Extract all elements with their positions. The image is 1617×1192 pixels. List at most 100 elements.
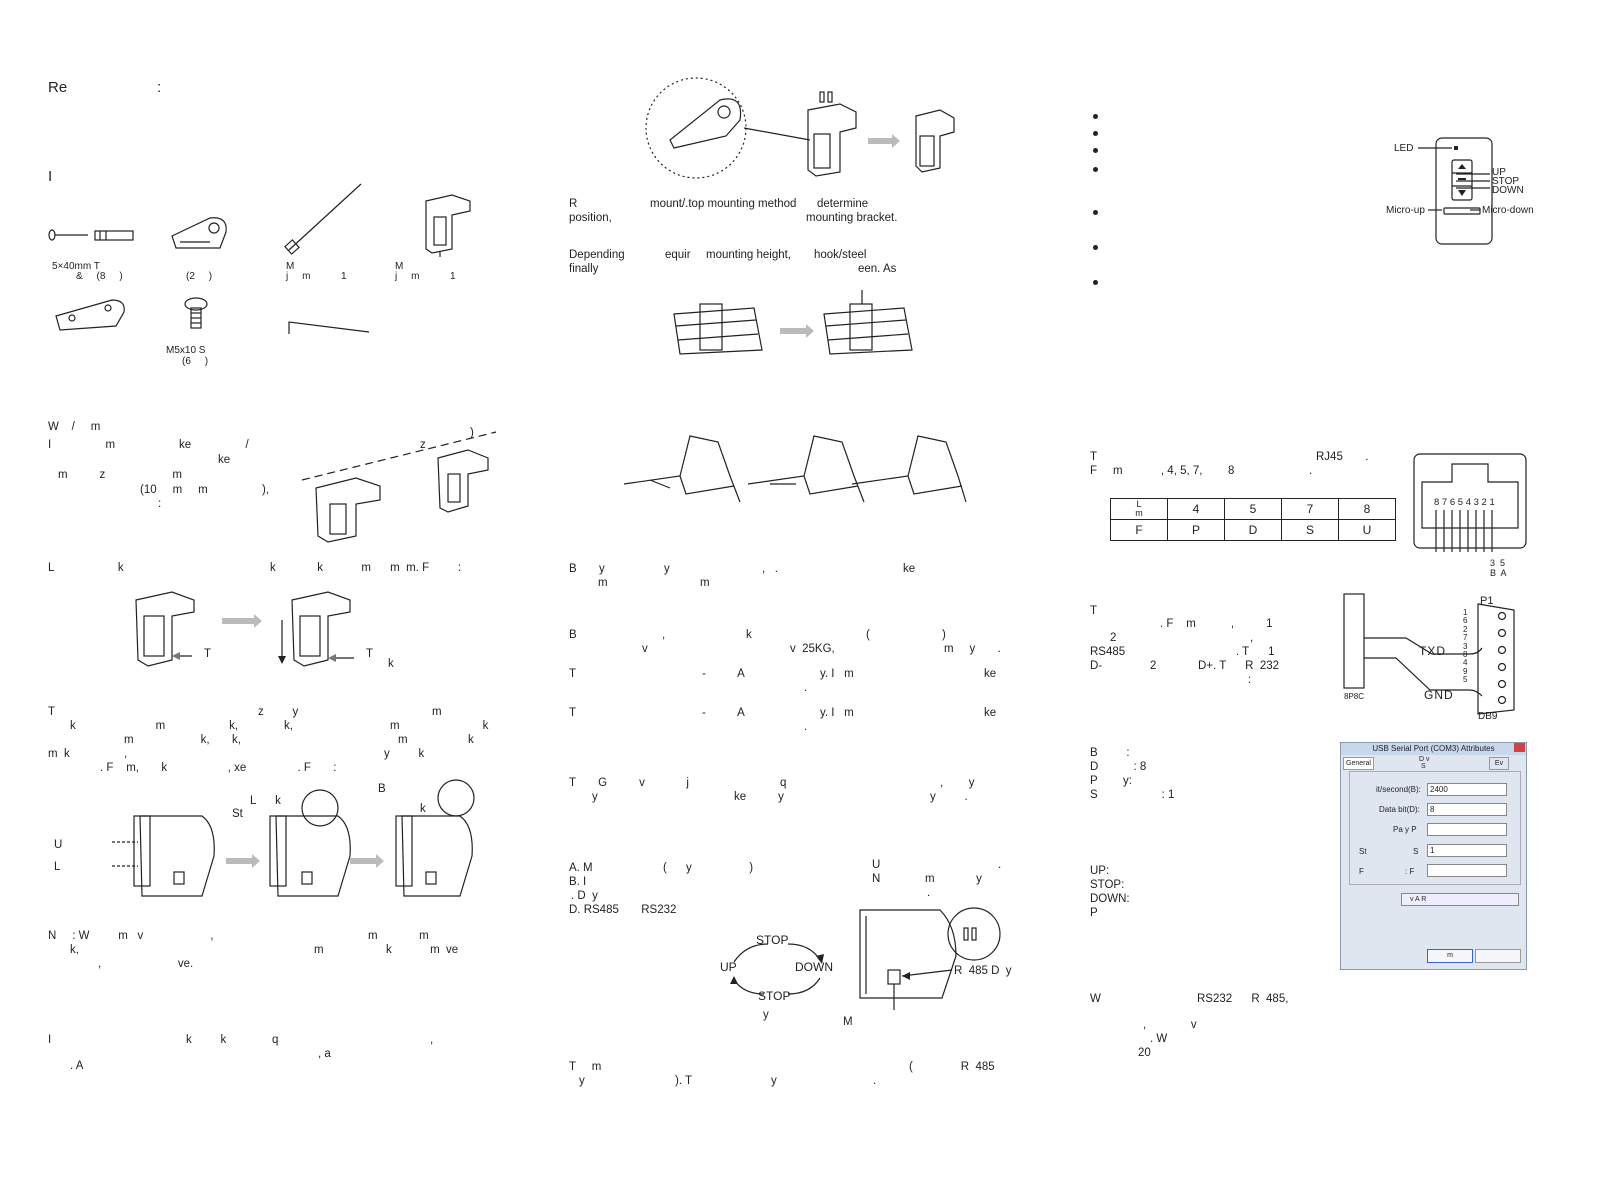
table-cell: P — [1167, 519, 1225, 541]
foot-line1b: k k — [186, 1034, 227, 1046]
limit-adjust-sequence-illustration — [112, 779, 475, 897]
foot-line1d: , — [430, 1034, 434, 1046]
tab-driver[interactable]: D v — [1419, 756, 1430, 763]
close-icon[interactable] — [1514, 743, 1525, 752]
adj-line2: k m k, — [70, 720, 239, 732]
field-label-flow: F — [1359, 867, 1364, 876]
note-line1b: m m — [368, 930, 429, 942]
parity-select[interactable] — [1427, 823, 1507, 836]
serial-line3: 2 — [1110, 632, 1117, 644]
restore-defaults-button[interactable]: v A R — [1401, 893, 1519, 906]
wall-mount-line2b: z — [420, 439, 426, 451]
part-smallscrew-label2: (6 ) — [182, 356, 209, 367]
col2-r1c: determine — [817, 198, 869, 210]
part-motor-label2: j m 1 — [395, 271, 456, 282]
col2-g1c: , y — [940, 777, 975, 789]
stop-bits-select[interactable]: 1 — [1427, 844, 1507, 857]
cancel-button[interactable] — [1475, 949, 1521, 963]
lock-label2b: k — [388, 658, 394, 670]
tab-general[interactable]: General — [1343, 757, 1374, 770]
col2-b1d: ke — [903, 563, 916, 575]
table-cell: S — [1281, 519, 1339, 541]
adj-label-st: St — [232, 808, 243, 820]
inventory-heading: I — [48, 168, 53, 185]
col2-d1b: equir — [665, 249, 691, 261]
db9-pin: 8 — [1463, 650, 1468, 660]
col2-g1: T G v j — [569, 777, 689, 789]
col2-r2b: mounting bracket. — [806, 212, 898, 224]
serial-line5: D- 2 D+. T R 232 — [1090, 660, 1280, 672]
remote-callout-lines — [1418, 147, 1490, 211]
data-bits-select[interactable]: 8 — [1427, 803, 1507, 816]
baud-line3: P y: — [1090, 775, 1132, 787]
adj-line5: . F m, k , xe . F : — [100, 762, 337, 774]
tab-driver-sub[interactable]: S — [1421, 763, 1426, 770]
part-bracket-label: (2 ) — [186, 271, 213, 282]
part-antenna-label2: j m 1 — [286, 271, 347, 282]
w-line3: . W — [1150, 1033, 1168, 1045]
ok-button[interactable]: m — [1427, 949, 1473, 963]
col2-m2: B. I — [569, 876, 587, 888]
col2-d2: finally — [569, 263, 599, 275]
col2-m1b: ( y ) — [663, 862, 754, 874]
adj-line2b: k, — [284, 720, 293, 732]
table-cell: U — [1338, 519, 1396, 541]
w-line4: 20 — [1138, 1047, 1151, 1059]
col2-b1: B y — [569, 563, 605, 575]
db9-pin: 9 — [1463, 666, 1468, 676]
col2-f1b: - A — [702, 707, 745, 719]
bullet-7 — [1093, 280, 1098, 285]
dialog-title: USB Serial Port (COM3) Attributes — [1341, 743, 1526, 755]
table-header-cell: 5 — [1224, 498, 1282, 520]
col2-un3: . — [927, 887, 931, 899]
cmd-up: UP: — [1090, 865, 1110, 877]
wall-bracket-alignment-illustration — [301, 431, 497, 543]
col2-last1b: ( R 485 — [909, 1061, 995, 1073]
col2-d1d: hook/steel — [814, 249, 867, 261]
rj45-pins-35: 3 5 — [1490, 558, 1506, 568]
remote-microdown-label: Micro-down — [1482, 205, 1534, 216]
db9-pin: 5 — [1463, 675, 1468, 685]
col2-f1d: ke — [984, 707, 997, 719]
db9-txd-label: TXD — [1419, 644, 1446, 658]
cmd-stop: STOP: — [1090, 879, 1125, 891]
adj-line4b: y k — [384, 748, 425, 760]
cycle-up: UP — [720, 960, 737, 974]
table-header-cell: L m — [1110, 498, 1168, 520]
foot-line2: . A — [70, 1060, 84, 1072]
bits-per-second-select[interactable]: 2400 — [1427, 783, 1507, 796]
table-header-cell: 8 — [1338, 498, 1396, 520]
note-line2: k, — [70, 944, 79, 956]
col2-d2b: een. As — [858, 263, 897, 275]
wall-mount-line5: (10 m m ), — [140, 484, 270, 496]
col2-d1: Depending — [569, 249, 625, 261]
db9-pin: 3 — [1463, 641, 1468, 651]
antenna-rod-illustration — [284, 183, 362, 255]
bullet-2 — [1093, 131, 1098, 136]
adj-line2c: m k — [390, 720, 489, 732]
cycle-down: DOWN — [795, 960, 833, 974]
lock-label1: T — [204, 648, 212, 660]
flow-control-select[interactable] — [1427, 864, 1507, 877]
field-label-databits: Data bit(D): — [1379, 805, 1420, 814]
tab-events[interactable]: Ev — [1489, 757, 1509, 770]
col2-m4: D. RS485 RS232 — [569, 904, 677, 916]
serial-line4b: . T 1 — [1236, 646, 1275, 658]
cycle-y: y — [763, 1009, 769, 1021]
hex-key-illustration — [288, 321, 370, 334]
serial-line3b: , — [1250, 632, 1254, 644]
table-header-cell: 7 — [1281, 498, 1339, 520]
adj-label-b: B — [378, 783, 386, 795]
col2-g2b: ke y — [734, 791, 784, 803]
rs232-wiring-diagram — [1343, 593, 1515, 715]
baud-line1: B : — [1090, 747, 1130, 759]
cmd-p: P — [1090, 907, 1098, 919]
serial-line6: : — [1248, 674, 1252, 686]
note-line2c: k m ve — [386, 944, 459, 956]
col2-b2b: m — [700, 577, 710, 589]
field-label-parity: Pa y P — [1393, 825, 1417, 834]
bullet-3 — [1093, 148, 1098, 153]
remote-led-label: LED — [1394, 143, 1414, 154]
adj-label-k: k — [420, 803, 426, 815]
wall-mount-line2: I m ke / — [48, 439, 249, 451]
